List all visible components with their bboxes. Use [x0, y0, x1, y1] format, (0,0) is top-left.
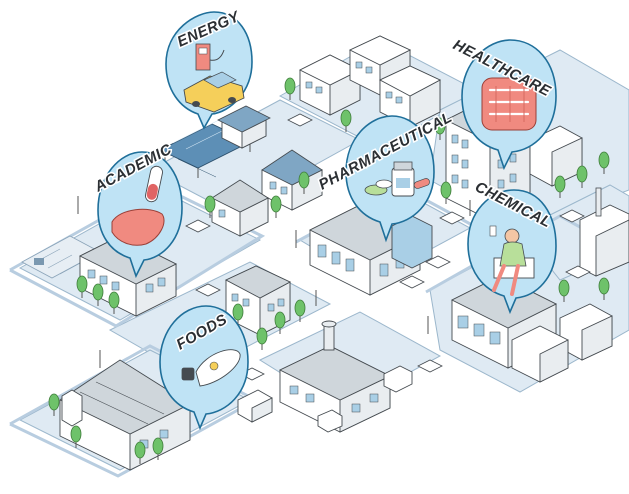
street-lamps	[77, 196, 471, 368]
factory-center	[278, 320, 392, 433]
charging-station-icon	[195, 43, 225, 71]
scientist-icon	[489, 225, 535, 296]
trucks	[237, 365, 413, 433]
foods-bubble: FOODS	[159, 305, 249, 431]
gas-station	[217, 105, 271, 149]
intestines-icon	[481, 77, 537, 131]
pills-icon	[364, 178, 430, 196]
office-building	[224, 265, 292, 336]
liver-icon	[111, 208, 165, 246]
factory-right	[579, 187, 629, 277]
medicine-bottle-icon	[391, 161, 415, 197]
test-tube-icon	[145, 165, 163, 203]
cars	[185, 113, 591, 381]
housing-cluster	[298, 35, 442, 128]
chemical-plant	[450, 275, 613, 383]
electric-car-icon	[183, 71, 245, 113]
trees	[48, 77, 610, 464]
academic-bubble: ACADEMIC	[90, 139, 183, 279]
food-products-icon	[181, 349, 241, 387]
